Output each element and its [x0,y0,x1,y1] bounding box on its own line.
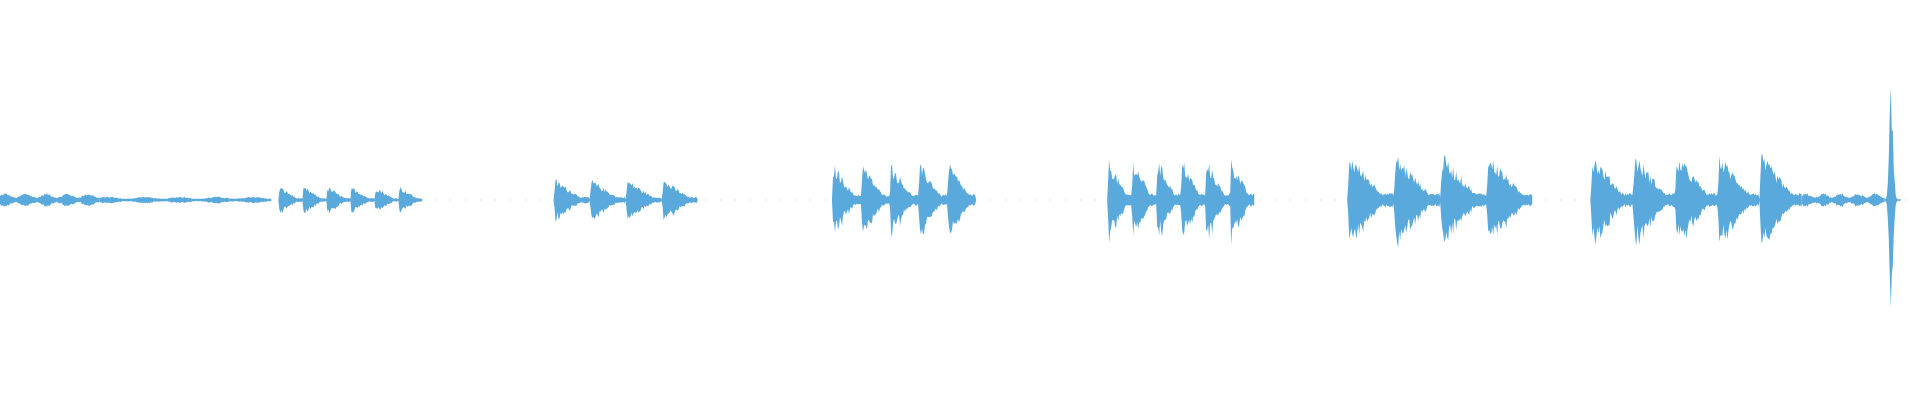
waveform-segment [832,164,976,238]
waveform-bars [0,87,1920,308]
waveform-segment [0,192,99,208]
waveform-segment [553,179,698,223]
waveform-segment [1347,155,1533,248]
waveform-segment [1590,154,1802,246]
waveform-segment [278,187,423,214]
waveform-segment [1884,87,1901,308]
waveform-segment [1107,159,1255,246]
waveform-segment [1801,193,1885,208]
waveform-segment [99,196,272,204]
